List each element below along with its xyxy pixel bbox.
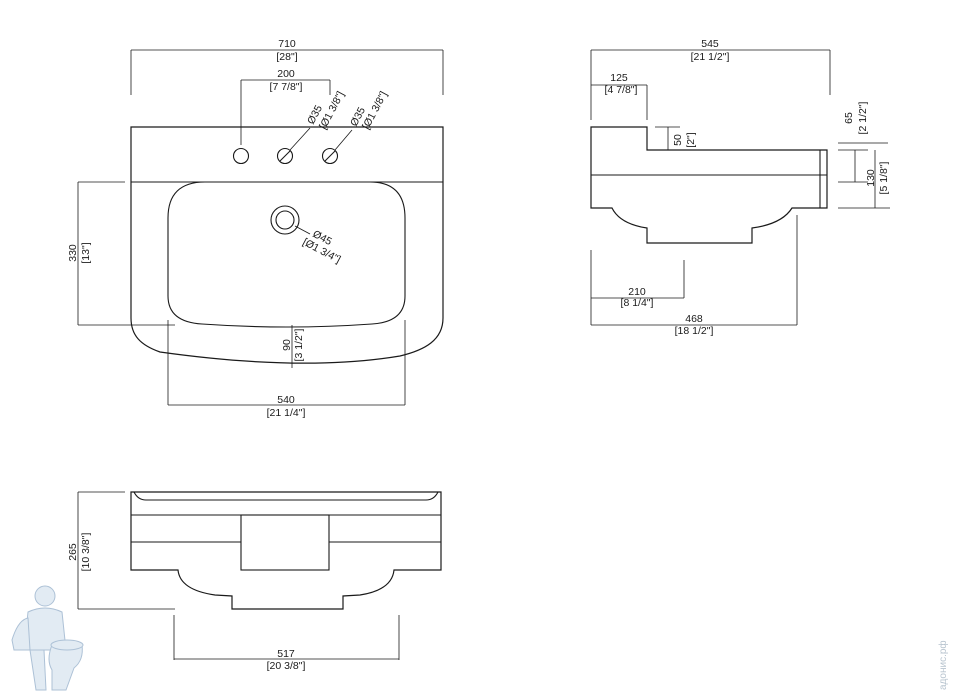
dim-bottom-width-mm: 517	[277, 648, 295, 660]
dim-front-height-in: [5 1/8"]	[878, 161, 890, 194]
dim-front-height-mm: 265	[67, 543, 79, 561]
tap-hole-right	[321, 147, 339, 165]
dim-drain-offset-in: [8 1/4"]	[621, 297, 654, 309]
drain-outer	[270, 205, 300, 235]
plumber-mascot-icon	[11, 585, 84, 691]
bowl-outline	[167, 181, 406, 328]
dim-depth-mm: 330	[67, 244, 79, 262]
watermark-text: адонис.рф	[937, 640, 949, 690]
dim-bottom-width-in: [20 3/8"]	[267, 660, 306, 672]
dim-front-height-in: [10 3/8"]	[80, 533, 92, 572]
dim-bowl-depth-mm: 90	[281, 339, 293, 351]
dim-bowl-width-mm: 540	[277, 394, 295, 406]
top-view: 710 [28"] 200 [7 7/8"] Ø35 [Ø1 3/8"] Ø35…	[67, 38, 444, 419]
tap-hole-center	[276, 147, 294, 165]
dim-deck-height-in: [2"]	[685, 132, 697, 147]
dim-depth-in: [13"]	[80, 242, 92, 263]
basin-front-outline	[130, 491, 442, 610]
dim-deck-height-mm: 50	[672, 134, 684, 146]
dim-front-height-mm: 130	[865, 169, 877, 187]
dim-tap-spacing-mm: 200	[277, 68, 295, 80]
front-center-panel	[240, 514, 330, 571]
tap-hole-left	[232, 147, 250, 165]
dim-bowl-width-in: [21 1/4"]	[267, 407, 306, 419]
drain-inner	[275, 210, 295, 230]
dim-width-in: [28"]	[276, 51, 297, 63]
dim-total-depth-in: [21 1/2"]	[691, 51, 730, 63]
dim-total-depth-mm: 545	[701, 38, 719, 50]
basin-top-outline	[130, 126, 444, 364]
dim-deck-depth-in: [4 7/8"]	[605, 84, 638, 96]
dim-bowl-depth-side-in: [18 1/2"]	[675, 325, 714, 337]
dim-drain-offset-mm: 210	[628, 286, 646, 298]
basin-side-outline	[590, 126, 828, 244]
dim-width-mm: 710	[278, 38, 296, 50]
dim-front-lip-mm: 65	[843, 112, 855, 124]
dim-bowl-depth-in: [3 1/2"]	[293, 328, 305, 361]
dim-bowl-depth-side-mm: 468	[685, 313, 703, 325]
dim-tap-spacing-in: [7 7/8"]	[270, 81, 303, 93]
front-view: 265 [10 3/8"] 517 [20 3/8"]	[67, 491, 442, 672]
side-view: 545 [21 1/2"] 125 [4 7/8"] 50 [2"] 65 [2…	[590, 38, 890, 337]
dim-front-lip-in: [2 1/2"]	[857, 101, 869, 134]
dim-deck-depth-mm: 125	[610, 72, 628, 84]
